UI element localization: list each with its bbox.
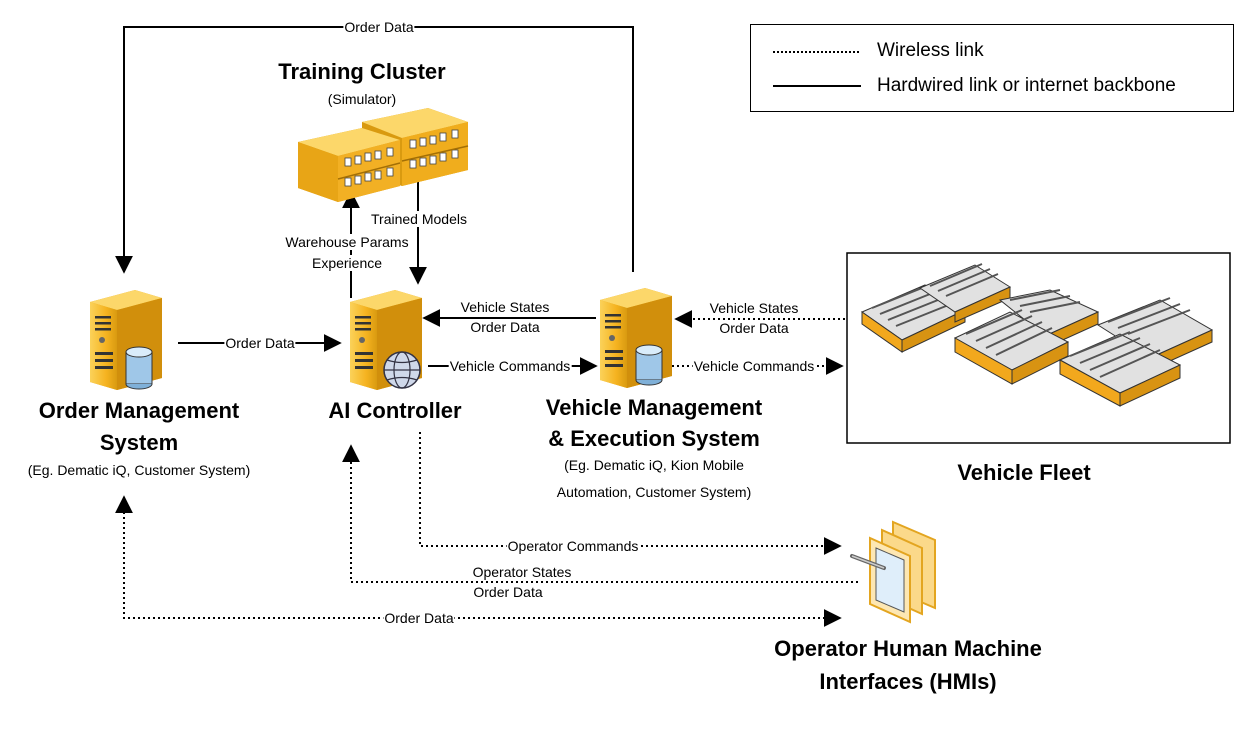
vms-server-icon — [600, 288, 672, 388]
label-vehicle-states-fleet: Vehicle States — [708, 300, 800, 316]
ai-server-icon — [350, 290, 422, 390]
order-management-title-1: Order Management — [38, 398, 240, 423]
edge-order-data-bottom — [115, 495, 842, 627]
legend: Wireless link Hardwired link or internet… — [750, 24, 1234, 112]
robot-vehicle-icon — [860, 263, 1214, 407]
label-trained-models: Trained Models — [370, 211, 468, 227]
label-experience: Experience — [310, 255, 384, 271]
label-vehicle-commands-fleet: Vehicle Commands — [692, 358, 816, 374]
database-icon — [125, 346, 153, 390]
label-order-data-oms-ai: Order Data — [224, 335, 296, 351]
training-cluster-subtitle: (Simulator) — [327, 91, 397, 107]
oms-server-icon — [90, 290, 162, 390]
label-operator-states: Operator States — [471, 564, 573, 580]
label-vehicle-commands-ai: Vehicle Commands — [448, 358, 572, 374]
ai-controller-title: AI Controller — [328, 398, 462, 423]
label-operator-commands: Operator Commands — [506, 538, 640, 554]
operator-hmi-title-1: Operator Human Machine — [774, 636, 1042, 661]
order-management-title-2: System — [99, 430, 179, 455]
operator-hmi-title-2: Interfaces (HMIs) — [819, 669, 997, 694]
legend-wireless-label: Wireless link — [877, 40, 984, 61]
label-order-data-top: Order Data — [343, 19, 415, 35]
label-order-data-fleet: Order Data — [718, 320, 790, 336]
label-order-data-bottom: Order Data — [383, 610, 455, 626]
vehicle-management-subtitle-2: Automation, Customer System) — [556, 484, 752, 500]
vehicle-fleet-title: Vehicle Fleet — [957, 460, 1091, 485]
vehicle-management-subtitle-1: (Eg. Dematic iQ, Kion Mobile — [564, 457, 744, 473]
label-warehouse-params: Warehouse Params — [284, 234, 410, 250]
globe-icon — [383, 351, 421, 389]
database-icon — [635, 344, 663, 386]
server-rack-icon — [298, 108, 469, 202]
legend-line-samples — [773, 51, 861, 87]
training-cluster-title: Training Cluster — [278, 59, 446, 84]
label-vehicle-states-vms: Vehicle States — [459, 299, 551, 315]
tablet-screens-icon — [850, 520, 936, 624]
legend-hardwired-label: Hardwired link or internet backbone — [877, 75, 1176, 96]
vehicle-management-title-1: Vehicle Management — [545, 395, 763, 420]
vehicle-management-title-2: & Execution System — [548, 426, 760, 451]
label-order-data-operator: Order Data — [472, 584, 544, 600]
order-management-subtitle: (Eg. Dematic iQ, Customer System) — [27, 462, 251, 478]
label-order-data-vms: Order Data — [469, 319, 541, 335]
